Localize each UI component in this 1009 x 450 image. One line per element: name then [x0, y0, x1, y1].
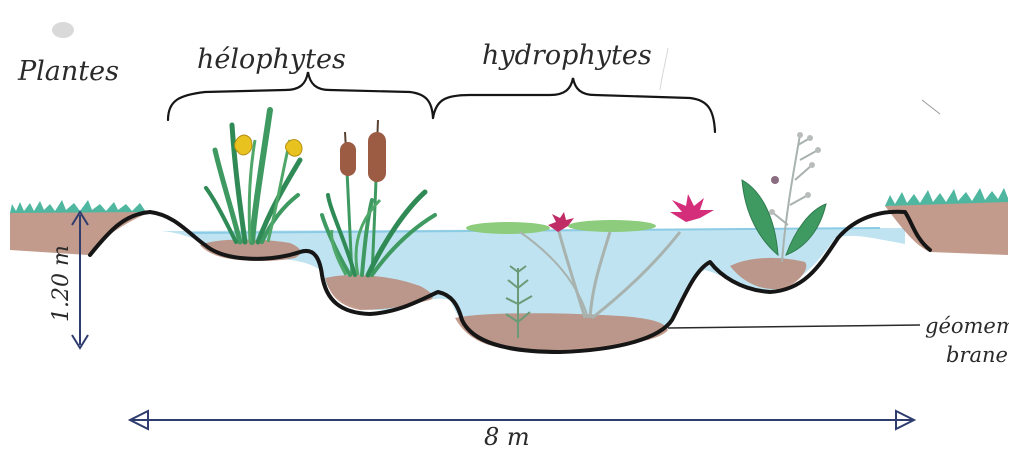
- lily-pad-left: [466, 222, 550, 234]
- geomembrane-label-line2: brane: [946, 343, 1008, 367]
- geomembrane-label-line1: géomem: [925, 314, 1009, 338]
- lily-pad-right: [568, 220, 656, 232]
- hydrophytes-label: hydrophytes: [482, 40, 652, 71]
- iris-flower-left: [235, 135, 252, 155]
- width-label: 8 m: [484, 423, 530, 450]
- stray-mark: [922, 100, 940, 114]
- depth-label: 1.20 m: [49, 245, 74, 322]
- cattail-head-right: [368, 132, 386, 182]
- cattail-head-left: [340, 142, 356, 176]
- hydrophytes-brace: [433, 78, 715, 132]
- iris-plant: [206, 110, 302, 242]
- right-bank-soil: [885, 200, 1008, 255]
- lily-flower-large: [670, 194, 714, 222]
- helophytes-label: hélophytes: [197, 44, 346, 75]
- plantes-label: Plantes: [17, 56, 119, 87]
- helophytes-brace: [168, 72, 433, 120]
- stray-mark: [660, 48, 668, 90]
- left-bank-grass: [10, 200, 146, 213]
- smudge-mark: [52, 22, 74, 38]
- lily-flower-small: [548, 212, 574, 232]
- basin-soil: [455, 313, 668, 350]
- geomembrane-pointer: [668, 325, 920, 328]
